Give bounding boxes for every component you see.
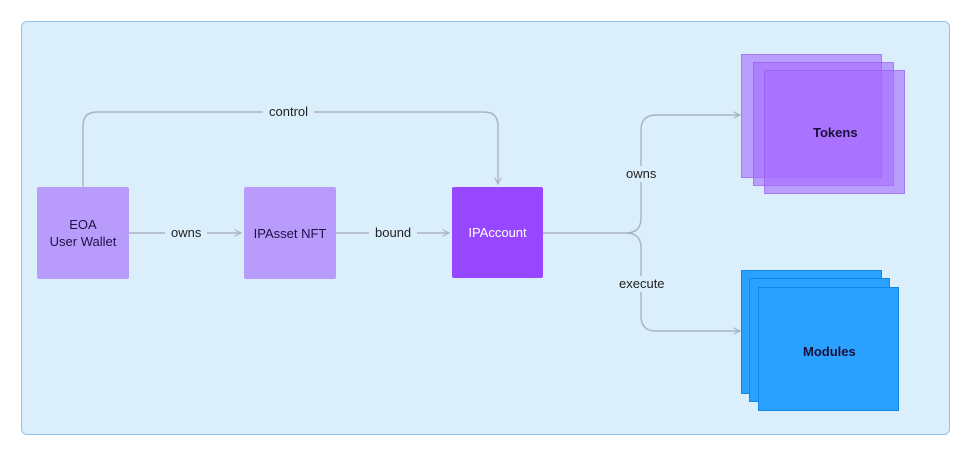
ipasset-nft-node: IPAsset NFT xyxy=(244,187,336,279)
ipaccount-node: IPAccount xyxy=(452,187,543,278)
eoa-user-wallet-node: EOA User Wallet xyxy=(37,187,129,279)
owns-tokens-label: owns xyxy=(620,166,663,182)
ipaccount-label: IPAccount xyxy=(468,225,527,240)
owns-wallet-label: owns xyxy=(165,225,208,241)
user-wallet-label: User Wallet xyxy=(49,234,117,249)
modules-label: Modules xyxy=(803,344,856,359)
ipasset-nft-label: IPAsset NFT xyxy=(253,225,327,241)
tokens-label: Tokens xyxy=(813,125,858,140)
modules-layer-front xyxy=(758,287,899,411)
control-label: control xyxy=(263,104,315,120)
eoa-label: EOA xyxy=(69,217,97,232)
bound-label: bound xyxy=(369,225,418,241)
tokens-layer-front xyxy=(764,70,905,194)
execute-label: execute xyxy=(613,276,671,292)
